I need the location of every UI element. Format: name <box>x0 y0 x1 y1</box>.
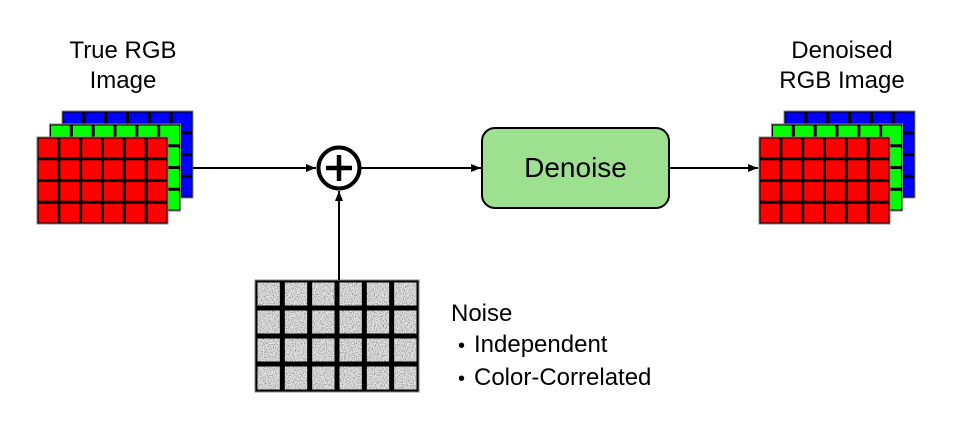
pixel-cell <box>104 203 123 223</box>
noise-texture <box>394 310 417 334</box>
pixel-cell <box>147 182 167 201</box>
pixel-cell <box>804 203 823 223</box>
noise-texture <box>366 338 390 362</box>
pixel-cell <box>869 160 889 179</box>
noise-texture <box>312 338 335 362</box>
circled-plus-icon <box>316 145 362 191</box>
pixel-cell <box>82 160 101 179</box>
noise-texture <box>312 366 335 390</box>
noise-type-label: Color-Correlated <box>474 364 652 391</box>
noise-legend: Noise • Independent • Color-Correlated <box>451 298 651 395</box>
pixel-cell <box>760 203 780 223</box>
noise-title: Noise <box>451 300 513 327</box>
pixel-cell <box>104 182 123 201</box>
noise-texture <box>339 282 362 306</box>
pixel-cell <box>847 138 867 158</box>
noise-texture <box>366 282 390 306</box>
pixel-cell <box>82 138 101 158</box>
noise-texture <box>257 310 280 334</box>
pixel-cell <box>104 160 123 179</box>
noise-texture <box>284 282 308 306</box>
pixel-cell <box>804 182 823 201</box>
pixel-cell <box>60 203 80 223</box>
noise-type-label: Independent <box>474 331 608 358</box>
noise-texture <box>394 282 417 306</box>
output-image-title: Denoised RGB Image <box>757 36 927 96</box>
input-title-line1: True RGB <box>69 37 177 64</box>
noise-texture <box>312 282 335 306</box>
pixel-cell <box>869 203 889 223</box>
pixel-cell <box>847 160 867 179</box>
pixel-cell <box>60 182 80 201</box>
pixel-cell <box>782 182 802 201</box>
noise-texture <box>339 338 362 362</box>
pixel-cell <box>826 138 845 158</box>
red-channel-grid <box>36 136 169 225</box>
noise-texture <box>394 366 417 390</box>
pixel-cell <box>125 138 145 158</box>
pixel-cell <box>804 160 823 179</box>
bullet-icon: • <box>458 335 466 357</box>
pixel-cell <box>38 182 58 201</box>
pixel-cell <box>104 138 123 158</box>
pixel-cell <box>826 203 845 223</box>
pixel-cell <box>869 182 889 201</box>
pixel-cell <box>38 203 58 223</box>
pixel-cell <box>826 160 845 179</box>
denoise-block <box>481 127 670 209</box>
pixel-cell <box>147 160 167 179</box>
pixel-cell <box>60 138 80 158</box>
pixel-cell <box>82 182 101 201</box>
noise-type-item: • Independent <box>451 329 651 362</box>
pixel-cell <box>760 138 780 158</box>
pixel-cell <box>804 138 823 158</box>
pixel-cell <box>147 203 167 223</box>
noise-texture <box>284 310 308 334</box>
input-image-title: True RGB Image <box>40 36 206 96</box>
noise-image-grid <box>254 279 420 393</box>
noise-grid-cells <box>254 279 420 393</box>
noise-texture <box>339 366 362 390</box>
pixel-cell <box>826 182 845 201</box>
pixel-cell <box>869 138 889 158</box>
pixel-cell <box>760 182 780 201</box>
noise-texture <box>284 338 308 362</box>
output-rgb-image-stack <box>758 110 916 225</box>
noise-type-item: • Color-Correlated <box>451 362 651 395</box>
noise-texture <box>257 338 280 362</box>
pixel-cell <box>782 138 802 158</box>
noise-texture <box>257 366 280 390</box>
red-channel-grid <box>758 136 891 225</box>
noise-texture <box>366 310 390 334</box>
noise-texture <box>284 366 308 390</box>
noise-texture <box>394 338 417 362</box>
bullet-icon: • <box>458 368 466 390</box>
pixel-cell <box>847 182 867 201</box>
noise-texture <box>366 366 390 390</box>
pixel-cell <box>125 203 145 223</box>
input-title-line2: Image <box>89 67 157 94</box>
pixel-cell <box>82 203 101 223</box>
noise-texture <box>312 310 335 334</box>
input-rgb-image-stack <box>36 110 194 225</box>
pixel-cell <box>147 138 167 158</box>
pixel-cell <box>125 160 145 179</box>
pixel-cell <box>125 182 145 201</box>
pixel-cell <box>38 160 58 179</box>
output-title-line2: RGB Image <box>779 67 905 94</box>
noise-texture <box>257 282 280 306</box>
pixel-cell <box>60 160 80 179</box>
pixel-cell <box>782 160 802 179</box>
pixel-cell <box>847 203 867 223</box>
pixel-cell <box>38 138 58 158</box>
noise-texture <box>339 310 362 334</box>
pixel-cell <box>760 160 780 179</box>
pixel-cell <box>782 203 802 223</box>
denoise-label: Denoise <box>524 152 627 183</box>
output-title-line1: Denoised <box>791 37 893 64</box>
